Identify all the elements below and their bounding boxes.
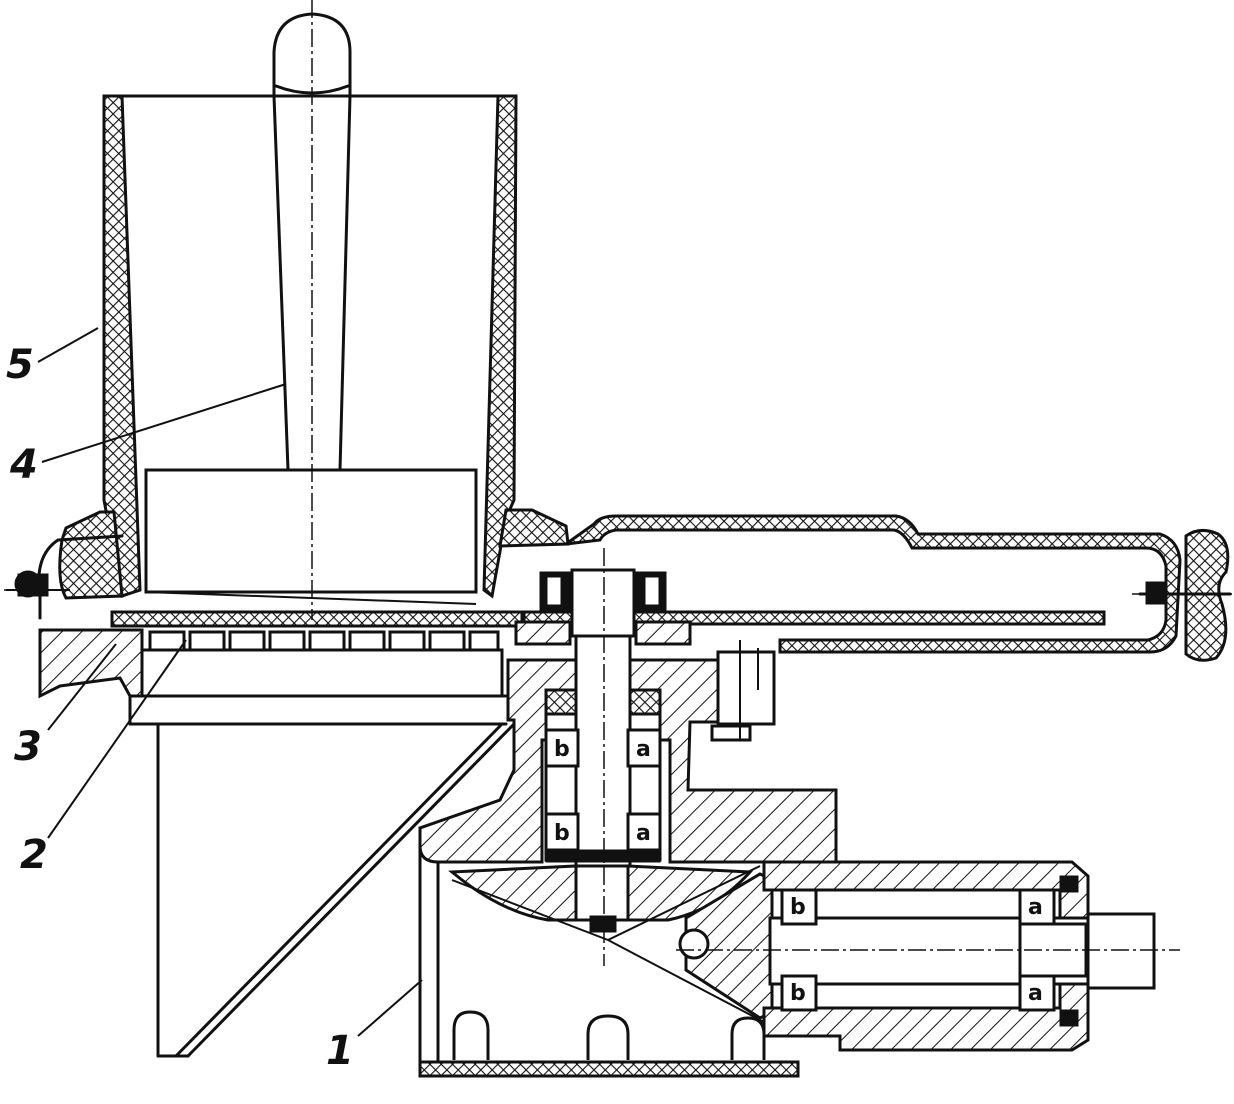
mounting-foot-right [730, 1016, 766, 1060]
callouts: 5 4 3 2 1 [6, 327, 423, 1074]
callout-4: 4 [9, 442, 38, 488]
pusher-block [144, 468, 478, 594]
mounting-foot-left [452, 1010, 490, 1060]
vertical-shaft [574, 634, 632, 888]
bearing-mark-a-right-lower: a [1028, 981, 1043, 1006]
bearing-mark-b-right-upper: b [790, 895, 806, 920]
grid-perforations [148, 630, 500, 652]
bearing-mark-b-lower: b [554, 821, 570, 846]
callout-1: 1 [326, 1028, 354, 1074]
callout-2: 2 [20, 832, 48, 878]
pusher [144, 12, 478, 605]
bearing-mark-a-right-upper: a [1028, 895, 1043, 920]
callout-3: 3 [14, 724, 42, 770]
bearing-b-right-lower [780, 974, 818, 1012]
bearing-b-lower [544, 812, 580, 852]
mounting-foot-center [586, 1014, 630, 1060]
feed-hopper [58, 94, 570, 600]
gearbox-housing [418, 844, 800, 1078]
bearing-mark-a-upper: a [636, 737, 651, 762]
arm-top-shell [565, 514, 1182, 654]
bearing-a-right-upper [1018, 888, 1056, 926]
bearing-mark-a-lower: a [636, 821, 651, 846]
bevel-gear-large [448, 864, 578, 922]
hopper-right-flange [498, 508, 570, 548]
top-nut [570, 568, 636, 638]
bearing-a-lower [626, 812, 662, 852]
pusher-handle-knob [272, 12, 352, 98]
base-ring [38, 628, 144, 699]
hopper-left-flange [58, 510, 124, 600]
center-lines [4, 0, 1232, 966]
bearing-b-right-upper [780, 888, 818, 926]
bearing-mark-b-upper: b [554, 737, 570, 762]
flange-bolt [716, 650, 776, 726]
bearing-mark-b-right-lower: b [790, 981, 806, 1006]
upper-housing [37, 534, 524, 1058]
callout-5: 5 [6, 342, 34, 388]
horizontal-shaft-housing: b b a a [762, 860, 1156, 1052]
discharge-chute [156, 722, 516, 1058]
cutting-grid-plate [110, 610, 524, 628]
vertical-shaft-assembly: b a b a [418, 568, 838, 888]
gearbox-upper-flange [418, 658, 838, 864]
bearing-b-upper [544, 728, 580, 768]
bearing-a-upper [626, 728, 662, 768]
